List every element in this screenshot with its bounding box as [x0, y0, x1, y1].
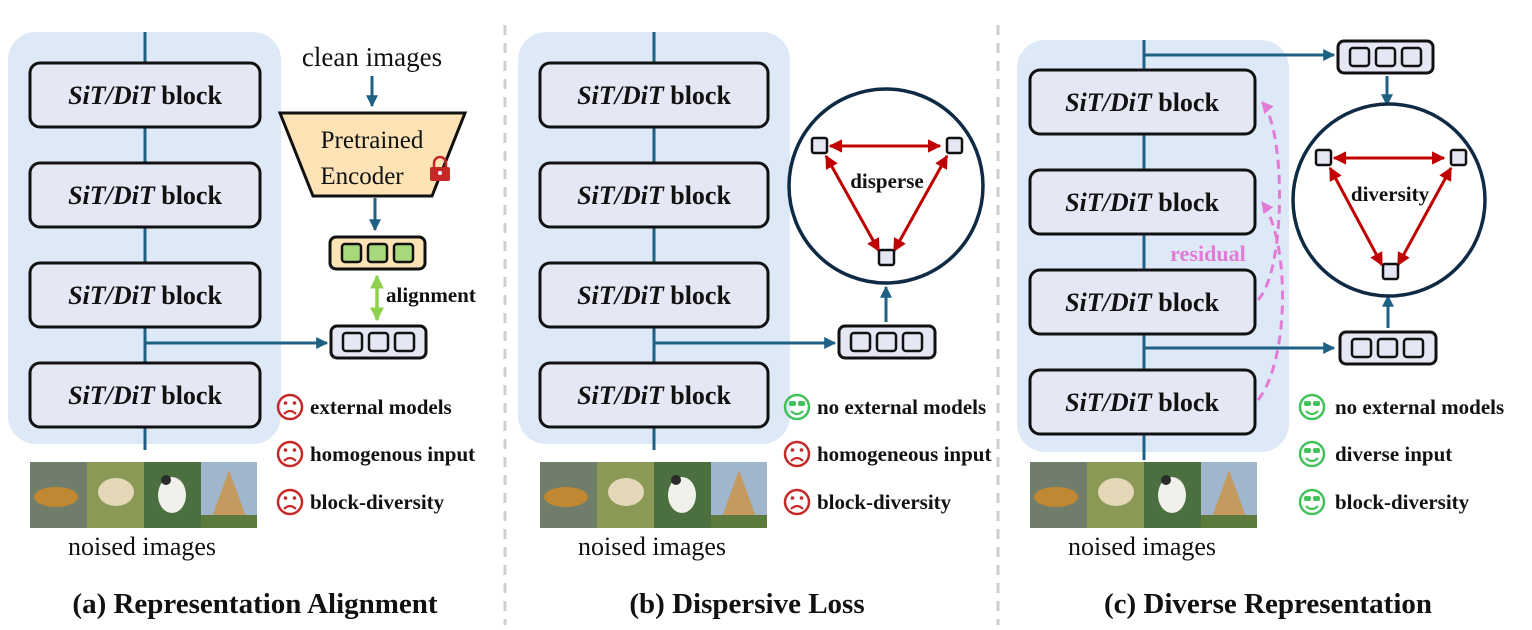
panel-caption: (a) Representation Alignment	[72, 588, 438, 620]
panel-c: SiT/DiT block SiT/DiT block SiT/DiT bloc…	[1017, 39, 1504, 620]
svg-text:diverse input: diverse input	[1335, 442, 1452, 466]
svg-text:Pretrained: Pretrained	[321, 127, 424, 154]
svg-text:diversity: diversity	[1351, 182, 1430, 206]
feature-token	[1336, 39, 1435, 75]
sit-dit-block: SiT/DiT block	[1028, 268, 1257, 336]
sit-dit-block: SiT/DiT block	[28, 161, 262, 229]
svg-text:homogenous input: homogenous input	[310, 442, 475, 466]
svg-text:Encoder: Encoder	[320, 163, 404, 190]
svg-text:homogeneous input: homogeneous input	[817, 442, 991, 466]
sit-dit-block: SiT/DiT block	[28, 361, 262, 429]
svg-text:SiT/DiT block: SiT/DiT block	[1065, 88, 1219, 117]
property-item: block-diversity	[276, 488, 445, 516]
feature-token	[329, 324, 428, 360]
property-item: homogeneous input	[783, 440, 991, 468]
residual-arrow	[1256, 101, 1282, 302]
svg-text:external models: external models	[310, 395, 452, 419]
property-item: block-diversity	[783, 488, 952, 516]
svg-text:SiT/DiT block: SiT/DiT block	[1065, 288, 1219, 317]
sit-dit-block: SiT/DiT block	[538, 261, 770, 329]
disperse-circle: disperse	[787, 87, 985, 285]
sit-dit-block: SiT/DiT block	[538, 61, 770, 129]
sit-dit-block: SiT/DiT block	[28, 261, 262, 329]
property-item: block-diversity	[1298, 488, 1470, 516]
svg-text:SiT/DiT block: SiT/DiT block	[577, 81, 731, 110]
svg-text:SiT/DiT block: SiT/DiT block	[68, 181, 222, 210]
noised-images-strip	[1030, 462, 1257, 528]
svg-text:block-diversity: block-diversity	[1335, 490, 1470, 514]
svg-text:SiT/DiT block: SiT/DiT block	[577, 381, 731, 410]
panel-caption: (c) Diverse Representation	[1104, 588, 1432, 620]
panel-a: SiT/DiT block SiT/DiT block SiT/DiT bloc…	[8, 32, 476, 620]
clean-images-label: clean images	[302, 42, 442, 72]
svg-text:SiT/DiT block: SiT/DiT block	[68, 281, 222, 310]
sad-face-icon	[276, 488, 304, 516]
sit-dit-block: SiT/DiT block	[1028, 68, 1257, 136]
happy-face-icon	[1298, 488, 1326, 516]
svg-text:SiT/DiT block: SiT/DiT block	[68, 381, 222, 410]
diversity-circle: diversity	[1291, 102, 1487, 298]
noised-images-label: noised images	[578, 532, 726, 561]
sad-face-icon	[783, 488, 811, 516]
svg-text:SiT/DiT block: SiT/DiT block	[577, 281, 731, 310]
svg-text:no external models: no external models	[817, 395, 986, 419]
property-item: diverse input	[1298, 440, 1452, 468]
sit-dit-block: SiT/DiT block	[538, 361, 770, 429]
panel-b: SiT/DiT block SiT/DiT block SiT/DiT bloc…	[518, 32, 991, 620]
feature-token	[837, 324, 937, 360]
lock-icon	[430, 155, 450, 181]
sad-face-icon	[276, 393, 304, 421]
feature-token	[1338, 330, 1438, 366]
svg-text:SiT/DiT block: SiT/DiT block	[577, 181, 731, 210]
svg-text:disperse: disperse	[850, 169, 924, 193]
sad-face-icon	[783, 440, 811, 468]
panel-caption: (b) Dispersive Loss	[629, 588, 864, 620]
property-item: no external models	[783, 393, 986, 421]
svg-text:block-diversity: block-diversity	[310, 490, 445, 514]
property-item: no external models	[1298, 393, 1504, 421]
sit-dit-block: SiT/DiT block	[1028, 368, 1257, 436]
happy-face-icon	[783, 393, 811, 421]
residual-label: residual	[1170, 241, 1245, 266]
happy-face-icon	[1298, 393, 1326, 421]
property-item: homogenous input	[276, 440, 475, 468]
noised-images-label: noised images	[68, 532, 216, 561]
noised-images-strip	[540, 462, 767, 528]
residual-arrow	[1256, 201, 1285, 401]
target-token	[328, 235, 427, 271]
sit-dit-block: SiT/DiT block	[28, 61, 262, 129]
happy-face-icon	[1298, 440, 1326, 468]
sit-dit-block: SiT/DiT block	[1028, 168, 1257, 236]
noised-images-label: noised images	[1068, 532, 1216, 561]
svg-text:no external models: no external models	[1335, 395, 1504, 419]
sit-dit-block: SiT/DiT block	[538, 161, 770, 229]
noised-images-strip	[30, 462, 257, 528]
svg-text:block-diversity: block-diversity	[817, 490, 952, 514]
property-item: external models	[276, 393, 452, 421]
svg-text:SiT/DiT block: SiT/DiT block	[68, 81, 222, 110]
sad-face-icon	[276, 440, 304, 468]
svg-text:SiT/DiT block: SiT/DiT block	[1065, 188, 1219, 217]
alignment-label: alignment	[386, 283, 476, 307]
pretrained-encoder: Pretrained Encoder	[277, 111, 468, 198]
svg-text:SiT/DiT block: SiT/DiT block	[1065, 388, 1219, 417]
